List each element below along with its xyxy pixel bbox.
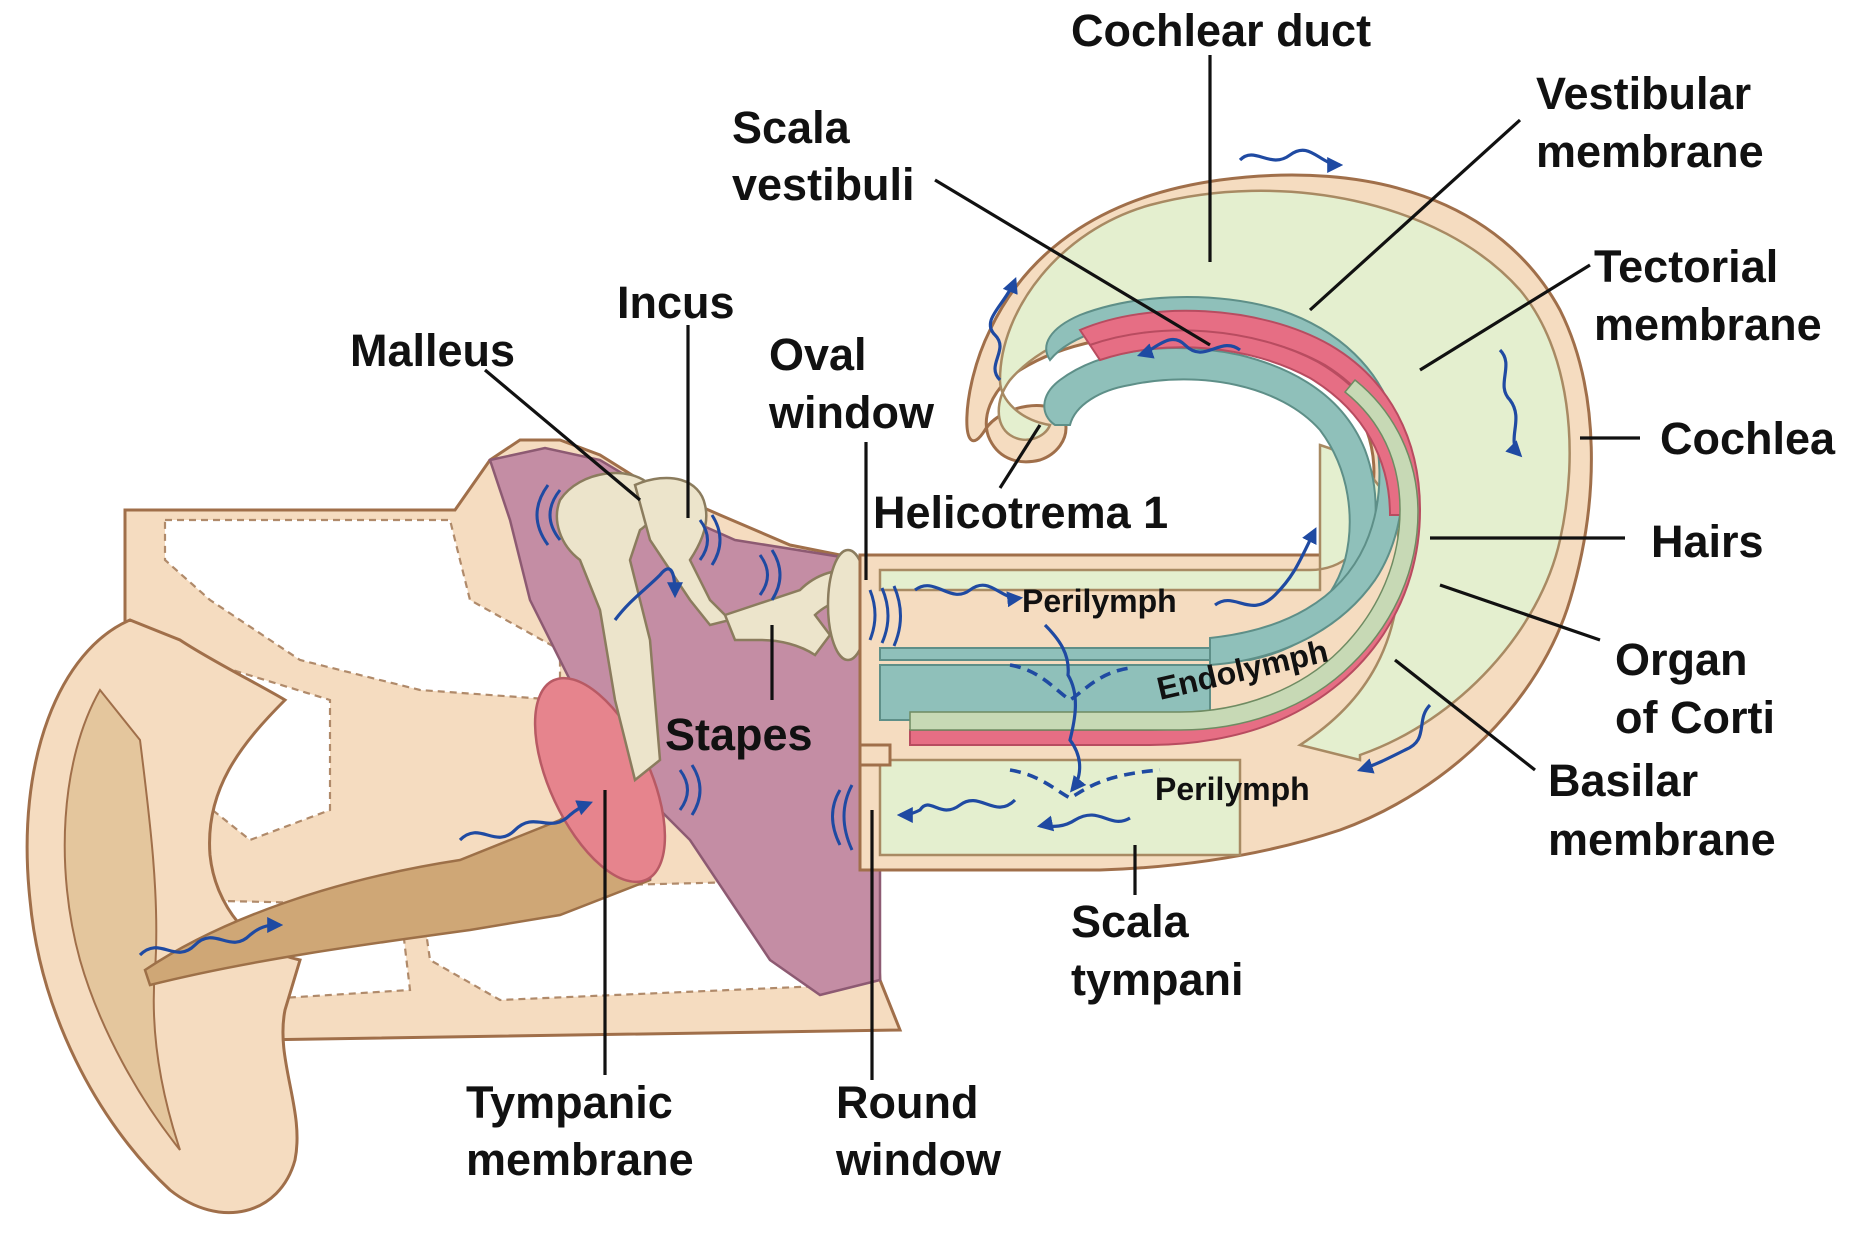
label-scala-tympani-line2: tympani — [1071, 954, 1244, 1005]
label-tympanic-membrane-line1: Tympanic — [466, 1077, 673, 1128]
label-tympanic-membrane-line2: membrane — [466, 1134, 694, 1185]
label-stapes: Stapes — [665, 709, 813, 760]
label-vestibular-membrane-line1: Vestibular — [1536, 68, 1751, 119]
label-scala-vestibuli-line2: vestibuli — [732, 159, 915, 210]
label-oval-window-line1: Oval — [769, 329, 867, 380]
label-scala-vestibuli-line1: Scala — [732, 102, 851, 153]
label-perilymph-lower: Perilymph — [1155, 771, 1310, 807]
label-organ-of-corti-line1: Organ — [1615, 634, 1748, 685]
label-round-window-line2: window — [835, 1134, 1002, 1185]
label-tectorial-membrane-line1: Tectorial — [1594, 241, 1778, 292]
label-cochlea: Cochlea — [1660, 413, 1836, 464]
label-basilar-membrane-line2: membrane — [1548, 814, 1776, 865]
label-malleus: Malleus — [350, 325, 515, 376]
label-scala-tympani-line1: Scala — [1071, 896, 1190, 947]
wave-top — [1240, 150, 1340, 165]
label-vestibular-membrane-line2: membrane — [1536, 126, 1764, 177]
label-tectorial-membrane-line2: membrane — [1594, 299, 1822, 350]
label-cochlear-duct: Cochlear duct — [1071, 5, 1371, 56]
label-incus: Incus — [617, 277, 735, 328]
label-perilymph-upper: Perilymph — [1022, 583, 1177, 619]
label-round-window-line1: Round — [836, 1077, 978, 1128]
label-basilar-membrane-line1: Basilar — [1548, 755, 1698, 806]
label-helicotrema: Helicotrema 1 — [873, 487, 1168, 538]
label-oval-window-line2: window — [768, 387, 935, 438]
label-organ-of-corti-line2: of Corti — [1615, 692, 1775, 743]
label-hairs: Hairs — [1651, 516, 1764, 567]
